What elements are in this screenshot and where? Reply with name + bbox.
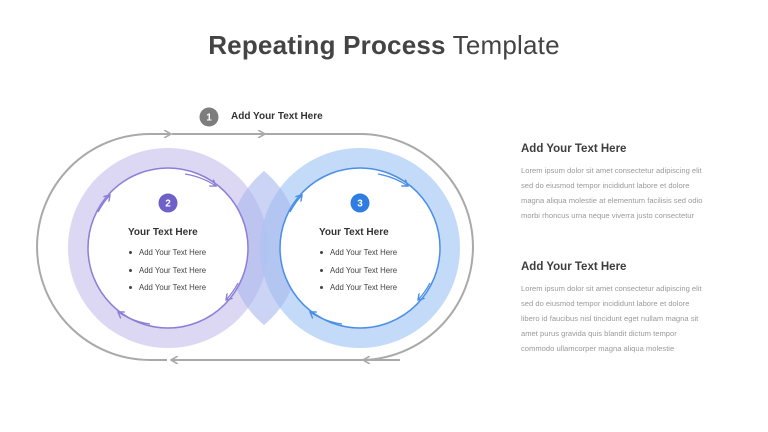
side-block-1-heading: Add Your Text Here <box>521 143 627 155</box>
step-3-content: Your Text Here Add Your Text Here Add Yo… <box>319 227 439 301</box>
step-1-label: Add Your Text Here <box>231 111 323 122</box>
text-line: sed do eiusmod tempor incididunt labore … <box>521 299 690 308</box>
title-bold: Repeating Process <box>208 30 446 60</box>
blue-arrow-left <box>289 195 302 213</box>
list-item: Add Your Text Here <box>320 266 439 284</box>
list-item: Add Your Text Here <box>320 283 439 301</box>
text-line: morbi rhoncus urna neque viverra justo c… <box>521 211 695 220</box>
side-block-2-body: Lorem ipsum dolor sit amet consectetur a… <box>521 281 721 356</box>
purple-arrow-right <box>226 282 239 300</box>
step-1-badge <box>199 107 219 127</box>
step-3-bullets: Add Your Text Here Add Your Text Here Ad… <box>319 248 439 301</box>
purple-arrow-left <box>97 195 110 213</box>
text-line: Lorem ipsum dolor sit amet consectetur a… <box>521 166 702 175</box>
side-block-1: Add Your Text Here Lorem ipsum dolor sit… <box>521 143 721 223</box>
list-item: Add Your Text Here <box>320 248 439 266</box>
blue-arrow-right <box>418 282 431 300</box>
list-item: Add Your Text Here <box>129 248 248 266</box>
step-1-number: 1 <box>206 113 212 124</box>
outer-loop-right <box>262 133 474 361</box>
step-2-number: 2 <box>165 199 171 210</box>
blue-arrow-top <box>377 173 408 186</box>
list-item: Add Your Text Here <box>129 283 248 301</box>
text-line: commodo ullamcorper magna aliqua molesti… <box>521 344 675 353</box>
step-3-number: 3 <box>357 199 363 210</box>
step-3-title: Your Text Here <box>319 227 389 238</box>
purple-arrow-bottom <box>118 312 151 325</box>
side-block-2: Add Your Text Here Lorem ipsum dolor sit… <box>521 261 721 356</box>
list-item: Add Your Text Here <box>129 266 248 284</box>
step-2-bullets: Add Your Text Here Add Your Text Here Ad… <box>128 248 248 301</box>
step-2-badge <box>158 193 178 213</box>
step-2-content: Your Text Here Add Your Text Here Add Yo… <box>128 227 248 301</box>
step-2-title: Your Text Here <box>128 227 198 238</box>
side-block-2-heading: Add Your Text Here <box>521 261 627 273</box>
text-line: amet purus gravida quis blandit dictum t… <box>521 329 677 338</box>
text-line: Lorem ipsum dolor sit amet consectetur a… <box>521 284 702 293</box>
purple-arrow-top <box>184 173 216 186</box>
outer-loop-left <box>36 133 167 361</box>
text-line: magna aliqua molestie at elementum facil… <box>521 196 703 205</box>
text-line: libero id faucibus nisl tincidunt eget n… <box>521 314 699 323</box>
step-3-badge <box>350 193 370 213</box>
purple-inner-circle <box>87 167 249 329</box>
text-line: sed do eiusmod tempor incididunt labore … <box>521 181 690 190</box>
page-title: Repeating Process Template <box>0 30 768 61</box>
side-block-1-body: Lorem ipsum dolor sit amet consectetur a… <box>521 163 721 223</box>
title-regular: Template <box>452 30 560 60</box>
blue-arrow-bottom <box>310 312 343 325</box>
ring-overlap <box>227 171 301 325</box>
